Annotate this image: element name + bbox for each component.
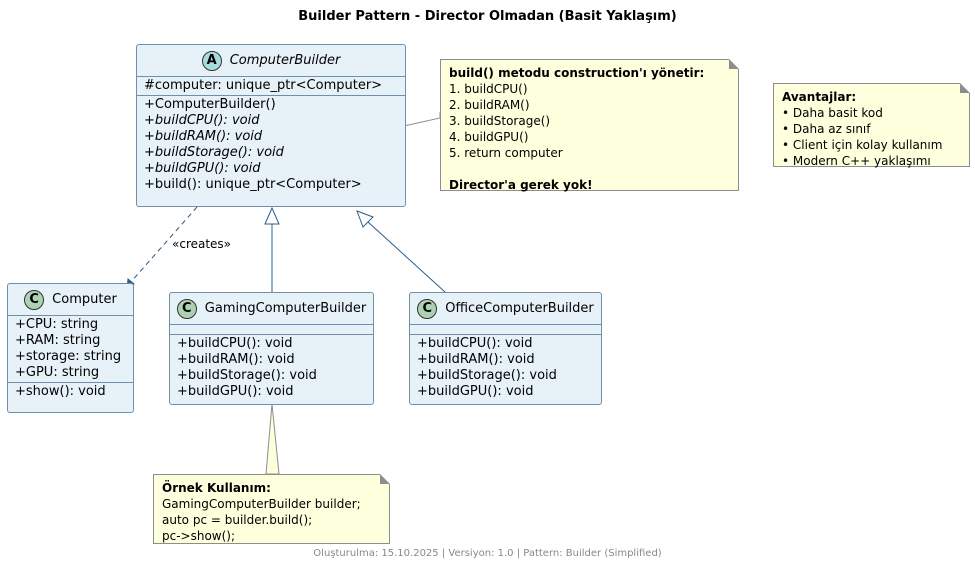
class-name: GamingComputerBuilder xyxy=(204,301,367,316)
gaming-computer-builder-class[interactable]: C GamingComputerBuilder +buildCPU(): voi… xyxy=(169,292,374,405)
advantages-note: Avantajlar: • Daha basit kod • Daha az s… xyxy=(773,83,970,168)
note-line: 1. buildCPU() xyxy=(449,82,528,96)
method: +buildCPU(): void xyxy=(417,336,533,351)
field: #computer: unique_ptr<Computer> xyxy=(144,78,383,93)
method: +buildCPU(): void xyxy=(144,113,260,128)
fields-section: +CPU: string +RAM: string +storage: stri… xyxy=(8,316,133,383)
note-heading: Avantajlar: xyxy=(782,90,857,104)
diagram-footer: Oluşturulma: 15.10.2025 | Versiyon: 1.0 … xyxy=(313,548,662,559)
method: +buildStorage(): void xyxy=(177,368,317,383)
note-heading: Örnek Kullanım: xyxy=(162,481,271,495)
creates-label: «creates» xyxy=(172,237,232,251)
method: +buildRAM(): void xyxy=(177,352,295,367)
method: +buildRAM(): void xyxy=(144,129,263,144)
note-line: 4. buildGPU() xyxy=(449,130,529,144)
computer-class[interactable]: C Computer +CPU: string +RAM: string +st… xyxy=(7,283,134,413)
method: +build(): unique_ptr<Computer> xyxy=(144,177,362,192)
methods-section: +buildCPU(): void +buildRAM(): void +bui… xyxy=(170,335,373,401)
note-line: • Client için kolay kullanım xyxy=(782,138,943,152)
class-name: Computer xyxy=(52,292,117,307)
note-line: 5. return computer xyxy=(449,146,563,160)
note-heading: build() metodu construction'ı yönetir: xyxy=(449,66,705,80)
method: +ComputerBuilder() xyxy=(144,97,276,112)
fields-section: #computer: unique_ptr<Computer> xyxy=(137,77,405,96)
method: +buildGPU(): void xyxy=(417,384,534,399)
office-builder-header: C OfficeComputerBuilder xyxy=(410,293,601,325)
methods-section: +buildCPU(): void +buildRAM(): void +bui… xyxy=(410,335,601,401)
field: +storage: string xyxy=(15,349,122,364)
computer-header: C Computer xyxy=(8,284,133,316)
method: +show(): void xyxy=(15,384,106,399)
usage-note-connector xyxy=(265,403,280,475)
note-line: 2. buildRAM() xyxy=(449,98,530,112)
note-line: auto pc = builder.build(); xyxy=(162,513,313,527)
class-badge-icon: C xyxy=(24,289,45,310)
method: +buildGPU(): void xyxy=(177,384,294,399)
method: +buildStorage(): void xyxy=(144,145,284,160)
office-inheritance-line xyxy=(367,221,446,293)
methods-section: +show(): void xyxy=(8,383,133,401)
field: +RAM: string xyxy=(15,333,101,348)
class-name: ComputerBuilder xyxy=(229,53,341,68)
diagram-title: Builder Pattern - Director Olmadan (Basi… xyxy=(298,9,677,24)
build-method-note: build() metodu construction'ı yönetir: 1… xyxy=(440,59,739,192)
field: +CPU: string xyxy=(15,317,99,332)
note-line: GamingComputerBuilder builder; xyxy=(162,497,361,511)
class-badge-icon: C xyxy=(176,298,197,319)
abstract-class-badge-icon: A xyxy=(201,50,222,71)
method: +buildRAM(): void xyxy=(417,352,535,367)
note-line: • Daha az sınıf xyxy=(782,122,871,136)
gaming-inheritance-arrow xyxy=(264,206,280,225)
usage-example-note: Örnek Kullanım: GamingComputerBuilder bu… xyxy=(153,474,390,544)
method: +buildStorage(): void xyxy=(417,368,557,383)
office-inheritance-arrow xyxy=(356,210,374,228)
class-badge-icon: C xyxy=(417,298,438,319)
fields-section xyxy=(170,325,373,335)
field: +GPU: string xyxy=(15,365,100,380)
computer-builder-header: A ComputerBuilder xyxy=(137,45,405,77)
methods-section: +ComputerBuilder() +buildCPU(): void +bu… xyxy=(137,96,405,194)
office-computer-builder-class[interactable]: C OfficeComputerBuilder +buildCPU(): voi… xyxy=(409,292,602,405)
build-note-connector xyxy=(403,112,441,127)
note-line: 3. buildStorage() xyxy=(449,114,551,128)
creates-dependency-line xyxy=(129,206,198,284)
computer-builder-class[interactable]: A ComputerBuilder #computer: unique_ptr<… xyxy=(136,44,406,207)
note-line: • Modern C++ yaklaşımı xyxy=(782,154,931,168)
method: +buildGPU(): void xyxy=(144,161,261,176)
class-name: OfficeComputerBuilder xyxy=(445,301,594,316)
gaming-builder-header: C GamingComputerBuilder xyxy=(170,293,373,325)
fields-section xyxy=(410,325,601,335)
note-line: pc->show(); xyxy=(162,529,236,543)
note-line: • Daha basit kod xyxy=(782,106,883,120)
method: +buildCPU(): void xyxy=(177,336,293,351)
note-footer: Director'a gerek yok! xyxy=(449,178,593,192)
